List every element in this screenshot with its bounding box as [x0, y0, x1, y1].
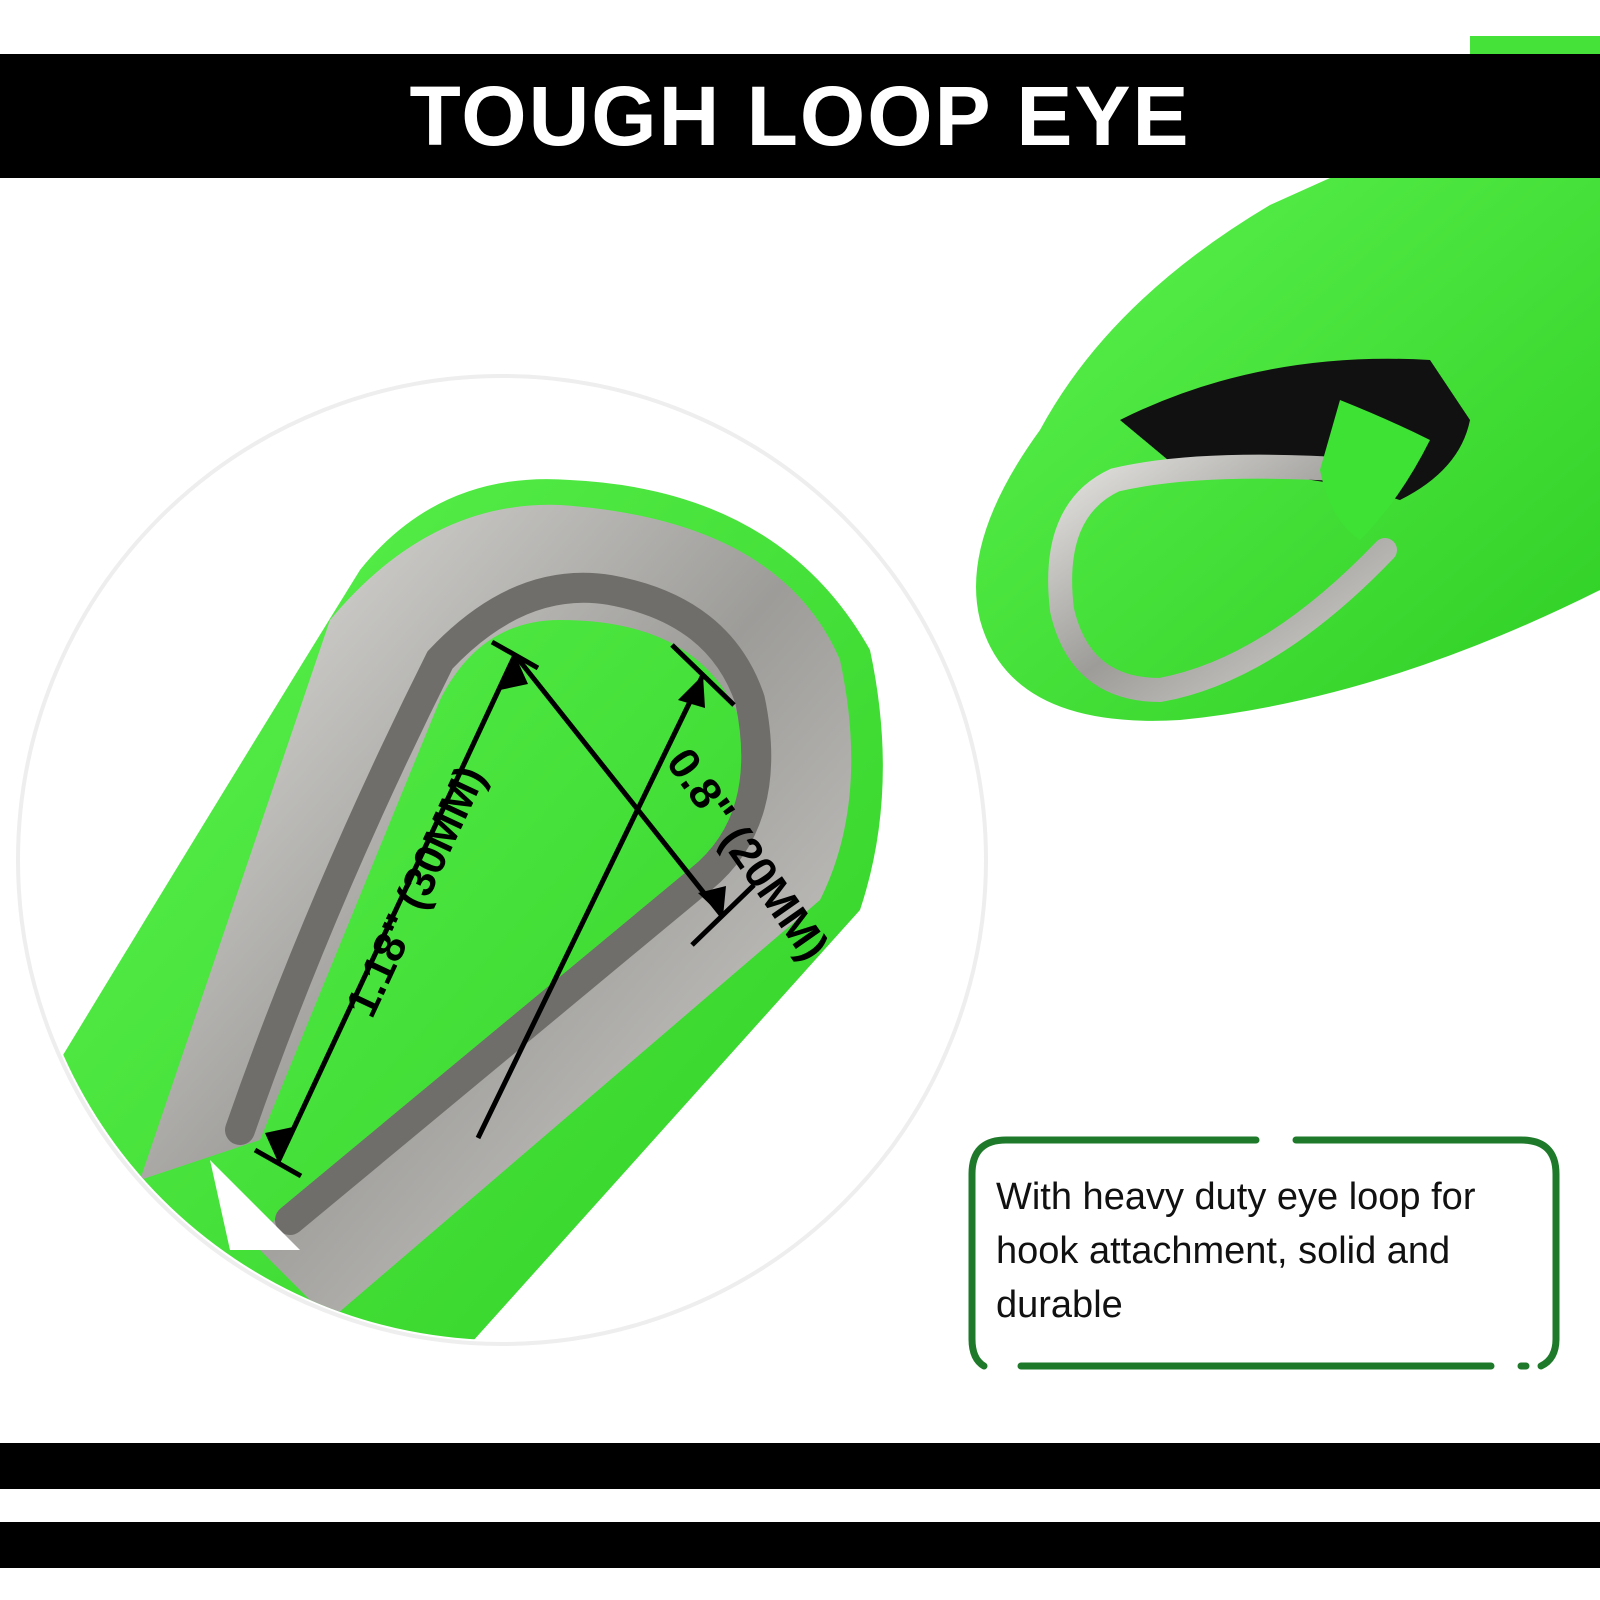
page-title: TOUGH LOOP EYE [409, 68, 1191, 163]
width-dimension-line-cross [513, 653, 725, 919]
green-rope-strip [1470, 36, 1600, 56]
footer-bar-top [0, 1443, 1600, 1489]
callout-text: With heavy duty eye loop for hook attach… [996, 1176, 1476, 1326]
width-crossing-line [475, 673, 706, 1140]
arrow-head-icon [678, 675, 705, 708]
rope-around-thimble [60, 479, 883, 1340]
callout-frame [968, 1136, 1560, 1370]
thimble-gap [210, 1160, 300, 1250]
feature-callout: With heavy duty eye loop for hook attach… [966, 1134, 1564, 1374]
footer-bar-bottom [0, 1522, 1600, 1568]
arrow-head-icon [698, 886, 726, 917]
arrow-head-icon [500, 655, 528, 690]
rope-splice [1320, 400, 1430, 540]
thimble-inner-groove [225, 572, 772, 1235]
small-thimble [1048, 454, 1397, 703]
length-dimension-line [275, 653, 518, 1164]
rope-with-thimble [976, 178, 1600, 721]
title-banner: TOUGH LOOP EYE [0, 54, 1600, 178]
large-thimble [140, 504, 852, 1320]
arrow-head-icon [265, 1127, 293, 1162]
zoom-circle: 1.18" (30MM) 0.8" (20MM) [16, 374, 988, 1346]
